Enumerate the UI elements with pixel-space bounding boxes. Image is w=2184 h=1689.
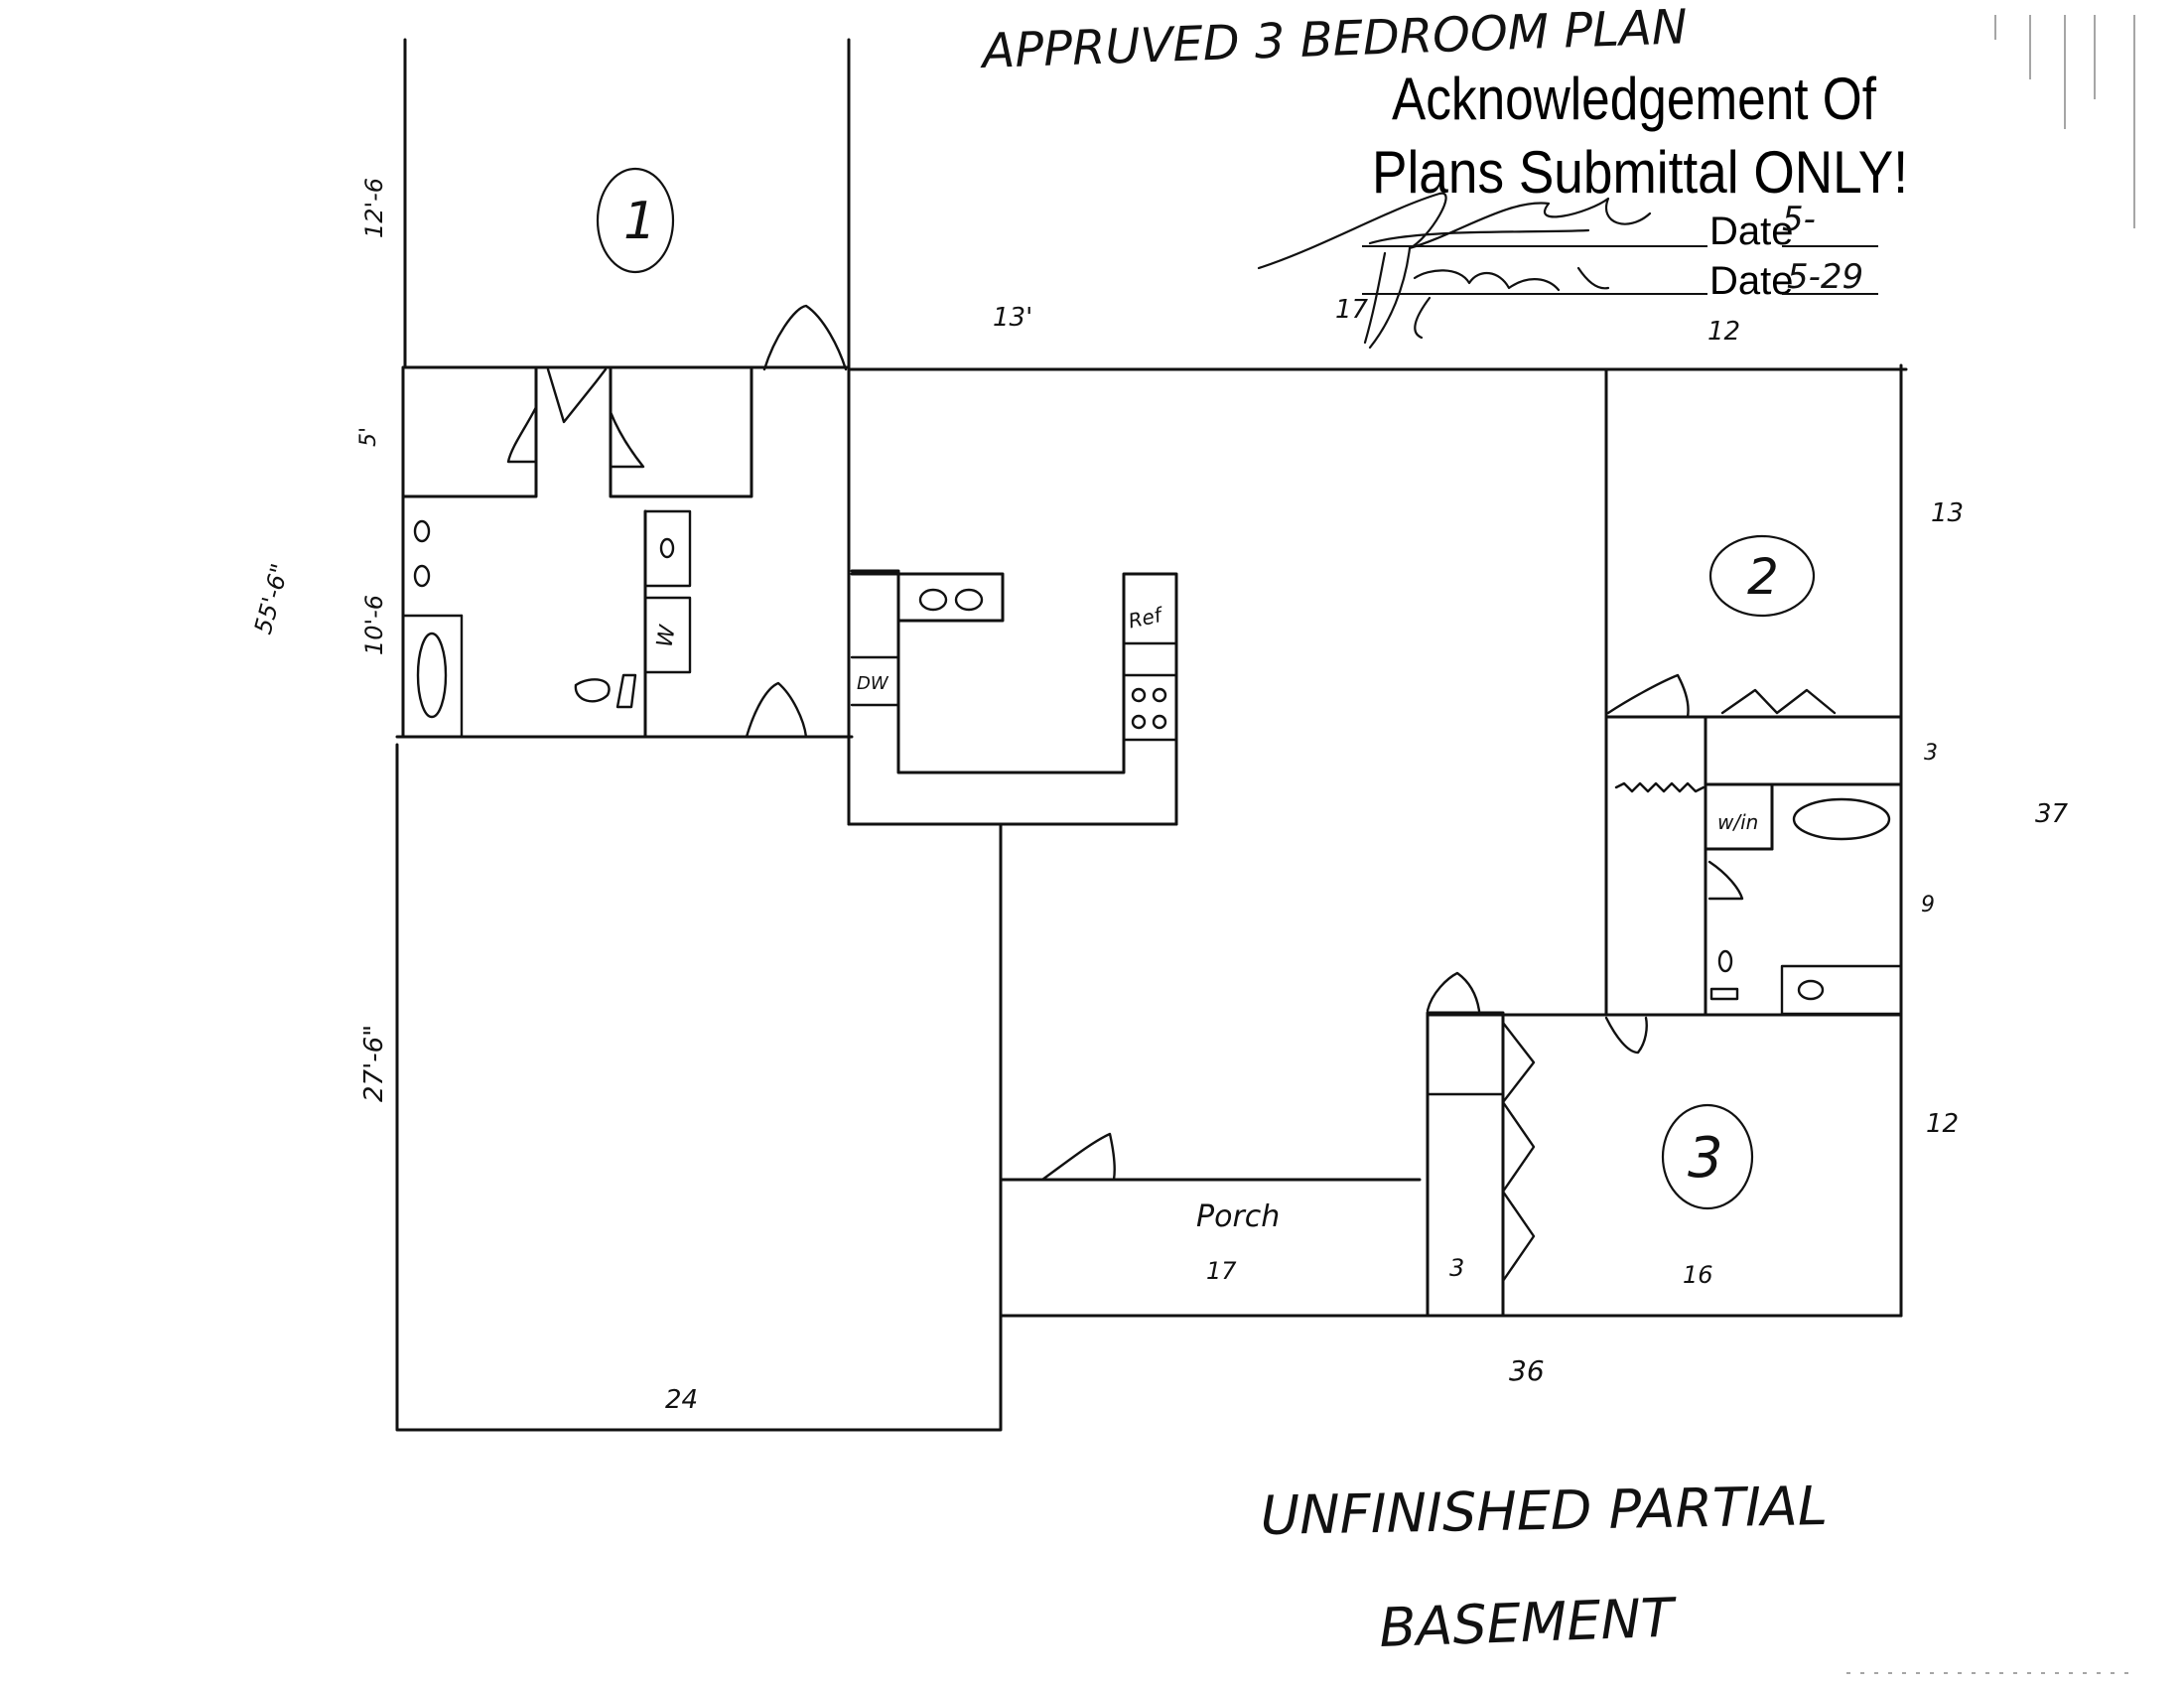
walkin-door xyxy=(1707,860,1744,901)
kitchen-sink-right-icon xyxy=(954,588,984,612)
burner-1-icon xyxy=(1131,687,1147,703)
bedroom-1-walls xyxy=(403,38,851,369)
bedroom-1-door xyxy=(762,304,848,371)
stamp-line-2: Plans Submittal ONLY! xyxy=(1372,139,1908,206)
bedroom-1-circle xyxy=(596,167,675,274)
garage-walls xyxy=(395,743,1003,1432)
master-toilet-tank xyxy=(1709,987,1739,1001)
dim-right-lower: 12 xyxy=(1926,1109,1959,1139)
closet-rod xyxy=(1614,781,1706,793)
scan-edge-marks xyxy=(1846,15,2135,1674)
bedroom-3-width: 16 xyxy=(1683,1261,1713,1289)
bedroom-1-label: 1 xyxy=(623,192,656,251)
basement-note-line-2: BASEMENT xyxy=(1378,1587,1679,1659)
bedroom-3-door xyxy=(1604,1016,1648,1055)
porch-width: 17 xyxy=(1206,1257,1237,1285)
dim-left-bedroom: 12'-6 xyxy=(360,178,388,238)
porch-label: Porch xyxy=(1196,1199,1280,1234)
dim-top-mid: 17 xyxy=(1335,295,1369,325)
closet-left xyxy=(401,367,538,498)
basement-note-line-1: UNFINISHED PARTIAL xyxy=(1260,1475,1828,1547)
hall-width: 3 xyxy=(1449,1254,1464,1282)
dim-right-total: 37 xyxy=(2035,799,2069,829)
date-label-1: Date xyxy=(1709,210,1794,253)
dim-top-right: 12 xyxy=(1707,317,1740,347)
dishwasher-label: DW xyxy=(857,673,889,694)
dim-left-bath: 10'-6 xyxy=(360,595,388,655)
date-value-2: 5-29 xyxy=(1787,257,1863,297)
closet-door-center xyxy=(546,367,608,424)
kitchen-left-counter xyxy=(850,569,1178,826)
walk-in-label: w/in xyxy=(1717,810,1758,834)
master-sink-icon xyxy=(1797,979,1825,1001)
washer-box xyxy=(643,596,692,674)
bath-sink-counter xyxy=(1780,964,1903,1016)
burner-2-icon xyxy=(1152,687,1167,703)
washer-label: W xyxy=(652,623,681,649)
kitchen-sink-left-icon xyxy=(918,588,948,612)
closet-door-right xyxy=(609,410,645,469)
hall-door xyxy=(1426,971,1481,1013)
signature-1 xyxy=(1257,192,1652,270)
dim-right-upper: 13 xyxy=(1931,498,1964,528)
toilet-icon xyxy=(413,519,431,543)
dim-right-bath: 9 xyxy=(1921,893,1935,917)
bath-door xyxy=(745,681,808,739)
dim-left-hall: 5' xyxy=(356,427,381,447)
floor-plan xyxy=(395,38,1908,1432)
kitchen-top-counter xyxy=(850,572,1005,623)
bathtub-icon xyxy=(416,632,448,719)
master-toilet-icon xyxy=(1717,949,1733,973)
dim-bottom-total: 36 xyxy=(1509,1354,1545,1387)
stamp-line-1: Acknowledgement Of xyxy=(1392,66,1876,132)
dryer-icon xyxy=(659,537,675,559)
closet-right xyxy=(609,367,753,498)
burner-4-icon xyxy=(1152,714,1167,730)
master-tub-icon xyxy=(1792,797,1891,841)
dim-bottom-garage: 24 xyxy=(665,1385,698,1415)
bedroom-3-closet-doors xyxy=(1501,1021,1536,1283)
hall-closet-column xyxy=(1426,1011,1505,1318)
dim-left-garage: 27'-6" xyxy=(359,1025,389,1102)
acknowledgement-stamp: Acknowledgement Of Plans Submittal ONLY!… xyxy=(1257,66,1908,350)
dim-top-left: 13' xyxy=(993,303,1032,333)
bedroom-2-label: 2 xyxy=(1747,548,1779,606)
bedroom-2-door xyxy=(1606,673,1690,719)
bedroom-2-circle xyxy=(1708,534,1816,618)
bedroom-2-closet-doors xyxy=(1720,688,1837,715)
bedroom-3-label: 3 xyxy=(1688,1126,1723,1191)
closet-door-left xyxy=(506,405,538,464)
laundry-sink-icon xyxy=(574,673,637,709)
bedroom-3-circle xyxy=(1661,1103,1754,1210)
dim-right-hall: 3 xyxy=(1924,741,1938,766)
porch-door xyxy=(1040,1132,1116,1182)
refrigerator-label: Ref xyxy=(1126,602,1165,633)
date-label-2: Date xyxy=(1709,259,1794,303)
dryer-box xyxy=(643,509,692,588)
date-value-1: 5- xyxy=(1782,200,1816,239)
dim-left-total: 55'-6" xyxy=(249,561,295,637)
signature-2 xyxy=(1363,246,1610,350)
sink-icon xyxy=(413,564,431,588)
burner-3-icon xyxy=(1131,714,1147,730)
